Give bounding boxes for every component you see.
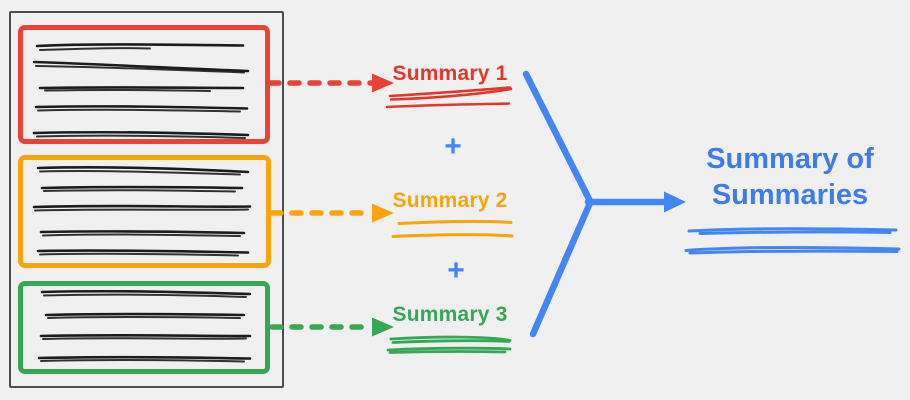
summary-1-scribbles <box>385 86 513 109</box>
text-scribble <box>684 245 901 252</box>
final-summary-scribbles <box>684 227 901 255</box>
final-summary-label: Summary of Summaries <box>706 143 874 211</box>
text-scribble <box>391 233 514 238</box>
text-scribble <box>385 102 511 109</box>
summary-2-scribbles <box>391 219 514 238</box>
plus-sign-2: + <box>447 254 465 287</box>
text-scribble <box>386 346 512 352</box>
red-dashed-arrow <box>267 73 394 93</box>
plus-sign-1: + <box>444 130 462 163</box>
text-scribble <box>388 86 512 98</box>
summary-3-label: Summary 3 <box>392 303 508 326</box>
summary-2-label: Summary 2 <box>392 189 508 212</box>
text-scribble <box>388 350 507 354</box>
blue-arrowhead-icon <box>664 191 686 213</box>
text-scribble <box>698 230 892 235</box>
blue-merge-line-top <box>522 70 594 205</box>
text-scribble <box>389 87 513 101</box>
document-box-3 <box>18 281 270 374</box>
summary-1-label: Summary 1 <box>392 62 508 85</box>
blue-merge-line-bottom <box>529 199 594 338</box>
orange-dashed-arrow <box>269 203 394 223</box>
green-dashed-arrow <box>269 317 394 337</box>
document-box-2 <box>18 155 271 268</box>
text-scribble <box>397 219 513 225</box>
text-scribble <box>391 339 511 344</box>
text-scribble <box>687 227 898 233</box>
document-box-1 <box>18 25 270 144</box>
text-scribble <box>688 249 899 255</box>
summary-3-scribbles <box>386 335 512 354</box>
text-scribble <box>389 335 512 342</box>
blue-merge-arrow <box>522 70 686 338</box>
